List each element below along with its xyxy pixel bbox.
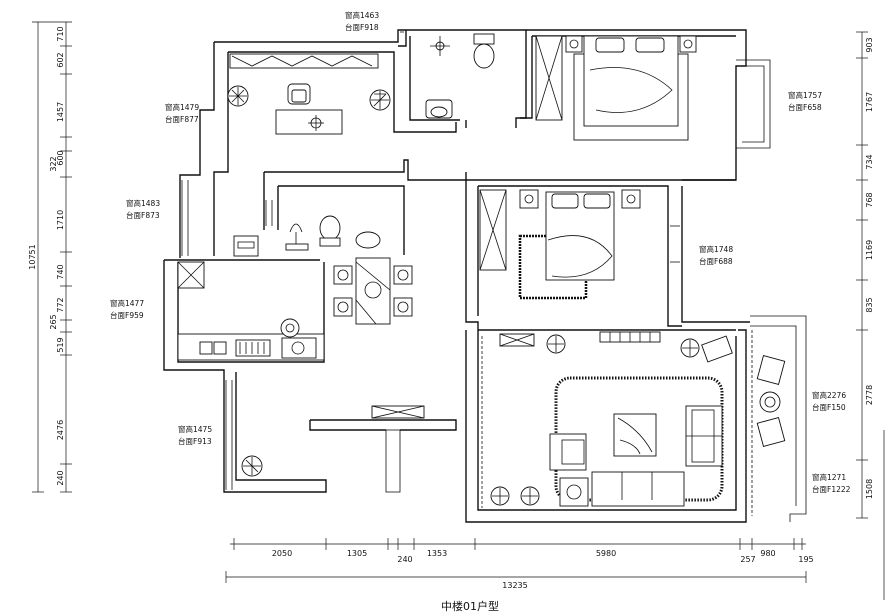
basin-2 [355, 231, 381, 249]
master-bedroom [535, 35, 697, 141]
dim-right-2: 1767 [865, 92, 874, 112]
dim-left-5: 600 [56, 150, 65, 165]
wash-basin [430, 106, 448, 118]
armchair-left [549, 433, 587, 471]
balcony-furniture [756, 355, 786, 447]
note-6-sill: 台面F658 [788, 102, 822, 112]
second-bedroom [479, 189, 641, 300]
note-6-height: 窗高1757 [788, 90, 822, 100]
dim-bottom-3: 240 [397, 555, 412, 564]
ceiling-lamp [430, 36, 450, 56]
dim-bottom-total: 13235 [502, 581, 527, 590]
cook-figure [280, 318, 300, 338]
note-1-height: 窗高1463 [345, 10, 379, 20]
sink [281, 337, 317, 359]
study-desk [275, 109, 343, 135]
dim-left-11: 2476 [56, 420, 65, 440]
washing-machine [233, 235, 259, 257]
note-2-sill: 台面F877 [165, 114, 199, 124]
window-notes: 窗高1463 台面F918 窗高1479 台面F877 窗高1483 台面F87… [110, 10, 851, 494]
plant-hall [241, 455, 263, 477]
dim-bottom-8: 195 [798, 555, 813, 564]
living-room [241, 331, 733, 507]
note-5-height: 窗高1475 [178, 424, 212, 434]
dim-bottom-1: 2050 [272, 549, 292, 558]
bottom-dimension-chain: 2050 1305 240 1353 5980 257 980 195 1323… [225, 538, 814, 590]
second-bathroom [233, 215, 381, 257]
note-2-height: 窗高1479 [165, 102, 199, 112]
balcony-chair-2 [756, 417, 786, 447]
master-bathroom [425, 33, 495, 119]
note-3-height: 窗高1483 [126, 198, 160, 208]
dim-right-6: 835 [865, 297, 874, 312]
left-dimension-chain: 10751 710 602 1457 322 600 1710 740 772 … [28, 21, 72, 493]
plant-living-2 [680, 338, 700, 358]
note-8-sill: 台面F150 [812, 402, 846, 412]
dim-left-12: 240 [56, 470, 65, 485]
right-dimension-chain: 903 1767 734 768 1169 835 2778 1508 [856, 31, 885, 600]
study-furniture [227, 53, 391, 135]
dim-left-total: 10751 [28, 244, 37, 269]
note-5-sill: 台面F913 [178, 436, 212, 446]
walls [163, 29, 807, 523]
coffee-table [613, 413, 657, 457]
toilet [473, 43, 495, 69]
dim-right-8: 1508 [865, 479, 874, 499]
dim-left-4: 322 [49, 156, 58, 171]
note-7-height: 窗高1748 [699, 244, 733, 254]
note-4-sill: 台面F959 [110, 310, 144, 320]
toilet-2 [319, 215, 341, 241]
dim-left-8: 772 [56, 297, 65, 312]
dim-left-2: 602 [56, 52, 65, 67]
dim-bottom-4: 1353 [427, 549, 447, 558]
plan-caption: 中楼01户型 [441, 599, 499, 613]
dim-right-5: 1169 [865, 240, 874, 260]
dim-right-1: 903 [865, 37, 874, 52]
plant-living-3 [490, 486, 510, 506]
note-1-sill: 台面F918 [345, 22, 379, 32]
sofa-bottom [591, 471, 685, 507]
dim-left-1: 710 [56, 26, 65, 41]
plant-living-1 [546, 334, 566, 354]
dim-bottom-5: 5980 [596, 549, 616, 558]
dim-left-10: 519 [56, 337, 65, 352]
note-9-height: 窗高1271 [812, 472, 846, 482]
dim-right-4: 768 [865, 192, 874, 207]
note-8-height: 窗高2276 [812, 390, 846, 400]
note-7-sill: 台面F688 [699, 256, 733, 266]
balcony-chair-1 [756, 355, 786, 385]
note-3-sill: 台面F873 [126, 210, 160, 220]
dim-bottom-2: 1305 [347, 549, 367, 558]
plant-living-4 [520, 486, 540, 506]
stove [235, 339, 271, 357]
kitchen [177, 261, 325, 361]
dim-left-3: 1457 [56, 102, 65, 122]
plant-study-right [369, 89, 391, 111]
dim-bottom-6: 257 [740, 555, 755, 564]
dining-table [355, 257, 391, 325]
note-9-sill: 台面F1222 [812, 484, 851, 494]
dim-left-9: 265 [49, 314, 58, 329]
plant-study-left [227, 85, 249, 107]
dim-left-7: 740 [56, 264, 65, 279]
dim-right-3: 734 [865, 154, 874, 169]
side-table [559, 477, 589, 507]
note-4-height: 窗高1477 [110, 298, 144, 308]
balcony-table [759, 391, 781, 413]
dim-bottom-7: 980 [760, 549, 775, 558]
dim-left-6: 1710 [56, 210, 65, 230]
dining [333, 257, 413, 325]
dim-right-7: 2778 [865, 385, 874, 405]
